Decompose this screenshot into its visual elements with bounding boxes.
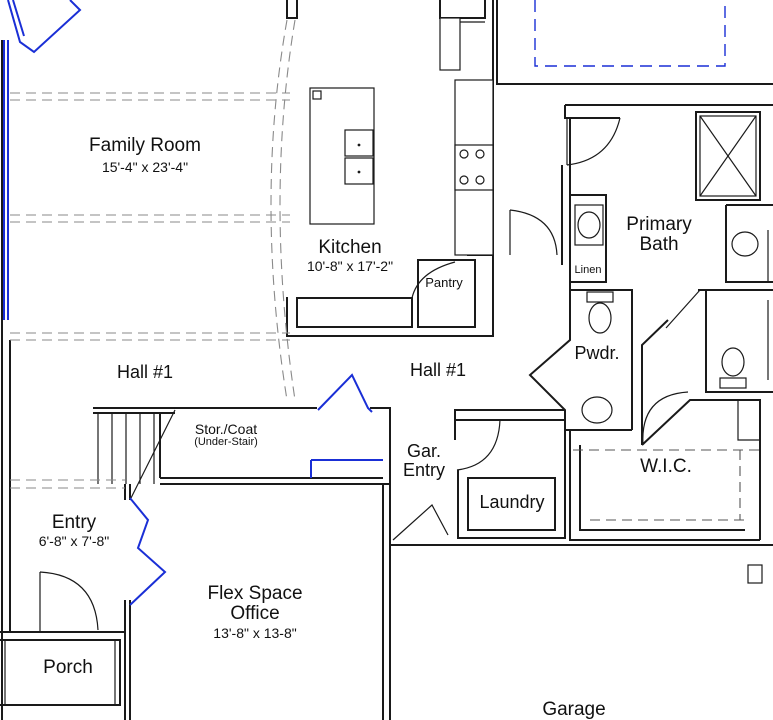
porch-name: Porch [43, 657, 93, 678]
blue-tray-ceiling [534, 0, 726, 67]
primary-bath-label: Primary Bath [614, 215, 704, 255]
flex-line1: Flex Space [207, 583, 303, 604]
laundry-label: Laundry [470, 493, 554, 512]
stor-coat-name: Stor./Coat [194, 421, 258, 437]
stairs [97, 409, 176, 501]
entry-name: Entry [51, 512, 97, 533]
bath-fixtures [574, 115, 761, 441]
hall-partial-name: Hall #1 [116, 362, 174, 378]
flex-line2: Office [230, 602, 280, 624]
right-windows [747, 230, 769, 584]
porch-label: Porch [20, 658, 116, 678]
family-room-label: Family Room 15'-4" x 23'-4" [60, 136, 230, 175]
toilet-tank-icon [586, 291, 614, 303]
toilet-icon-2 [721, 347, 745, 377]
flex-label: Flex Space Office 13'-8" x 13-8" [180, 584, 330, 641]
powder-name: Pwdr. [574, 343, 620, 363]
wic-label: W.I.C. [628, 457, 704, 477]
ceiling-dashed-lines [10, 19, 760, 521]
refrigerator-icon [439, 17, 461, 71]
family-room-name: Family Room [89, 135, 201, 156]
doors [39, 117, 701, 632]
kitchen-name: Kitchen [318, 237, 382, 258]
entry-dims: 6'-8" x 7'-8" [38, 532, 110, 549]
blue-bay-window [3, 0, 82, 320]
stor-coat-label: Stor./Coat (Under-Stair) [176, 422, 276, 448]
hall-label-partial: Hall #1 [100, 360, 190, 378]
garage-label: Garage [524, 700, 624, 720]
linen-label: Linen [574, 264, 602, 276]
wic-name: W.I.C. [640, 456, 692, 477]
entry-label: Entry 6'-8" x 7'-8" [24, 513, 124, 549]
powder-label: Pwdr. [566, 344, 628, 363]
laundry-name: Laundry [479, 492, 545, 512]
garage-entry-line1: Gar. [406, 441, 441, 461]
hall-label: Hall #1 [396, 361, 480, 380]
kitchen-fixtures [309, 17, 494, 256]
primary-bath-line2: Bath [639, 233, 679, 255]
flex-dims: 13'-8" x 13-8" [213, 624, 297, 641]
primary-bath-line1: Primary [626, 214, 692, 235]
family-room-dims: 15'-4" x 23'-4" [101, 158, 189, 175]
blue-option-doors [129, 373, 383, 606]
toilet-icon [588, 302, 612, 334]
pantry-label: Pantry [425, 275, 463, 290]
kitchen-dims: 10'-8" x 17'-2" [306, 257, 394, 274]
garage-entry-line2: Entry [402, 459, 445, 480]
garage-entry-label: Gar. Entry [396, 442, 452, 480]
sink-icon [344, 129, 374, 157]
vanity-sink-icon-2 [731, 231, 759, 257]
powder-sink-icon [581, 396, 613, 424]
hall-name: Hall #1 [409, 360, 467, 380]
kitchen-label: Kitchen 10'-8" x 17'-2" [292, 238, 408, 274]
garage-name: Garage [542, 699, 606, 720]
stor-coat-sub: (Under-Stair) [194, 435, 258, 448]
